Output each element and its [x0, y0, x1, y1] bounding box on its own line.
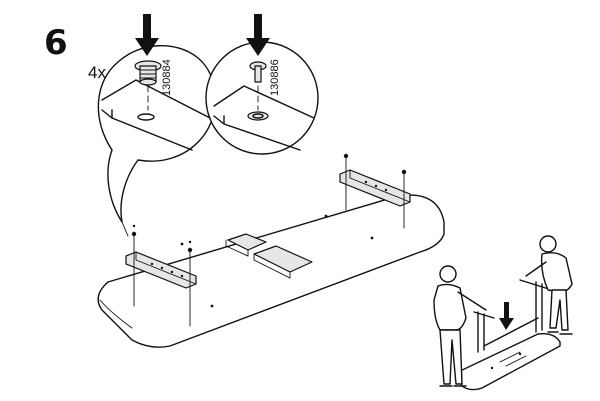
part-number-right: 130886	[269, 59, 281, 96]
detail-bubble-right: 130886	[205, 14, 319, 155]
mounting-bracket-right	[339, 153, 411, 229]
down-arrow-icon	[135, 14, 159, 56]
person-left	[433, 265, 487, 387]
mounting-bracket-left	[125, 224, 197, 327]
threaded-insert-icon	[134, 60, 162, 111]
bubble-pointer	[121, 221, 129, 237]
two-people-icon	[433, 235, 573, 391]
part-number-left: 130884	[161, 59, 173, 96]
down-arrow-icon-small	[499, 302, 514, 330]
down-arrow-icon-right	[246, 14, 270, 56]
detail-bubble-left: 4x 130884	[88, 14, 217, 223]
person-right	[525, 235, 573, 335]
table-top	[97, 194, 445, 348]
pin-screw-icon	[249, 61, 267, 111]
step-number: 6	[44, 23, 68, 63]
quantity-label: 4x	[88, 63, 106, 82]
